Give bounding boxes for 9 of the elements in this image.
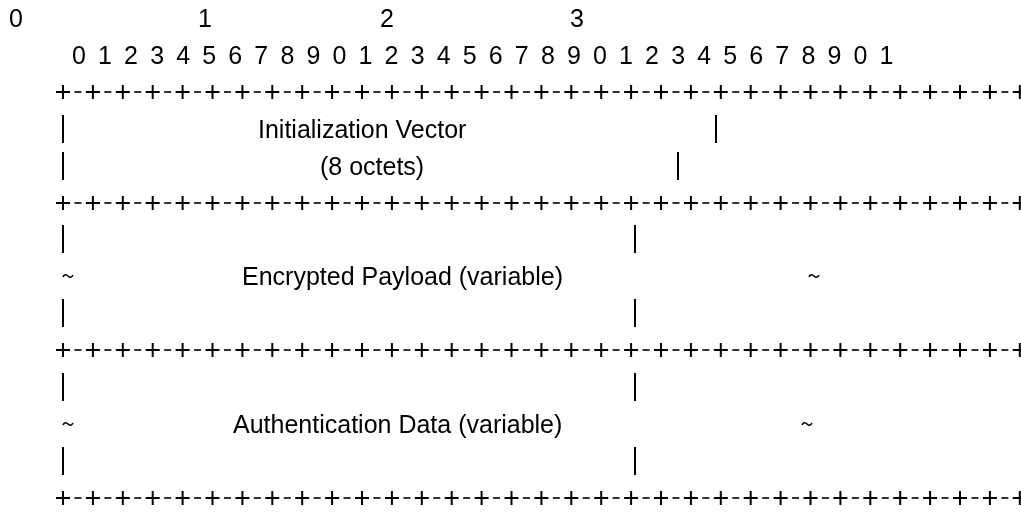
bit-decade-number: 2 [380, 4, 394, 32]
bit-decade-number: 3 [570, 4, 584, 32]
field-name: Initialization Vector [258, 114, 467, 143]
field-name: Encrypted Payload (variable) [242, 262, 563, 291]
bit-decade-number: 0 [9, 4, 23, 32]
field-size: (8 octets) [320, 151, 425, 180]
bit-decade-number: 1 [198, 4, 212, 32]
bit-ruler: 0 1 2 3 4 5 6 7 8 9 0 1 2 3 4 5 6 7 8 9 0 1 2 3 4 5 6 7 8 9 0 1 [72, 40, 897, 69]
field-name: Authentication Data (variable) [233, 409, 563, 438]
